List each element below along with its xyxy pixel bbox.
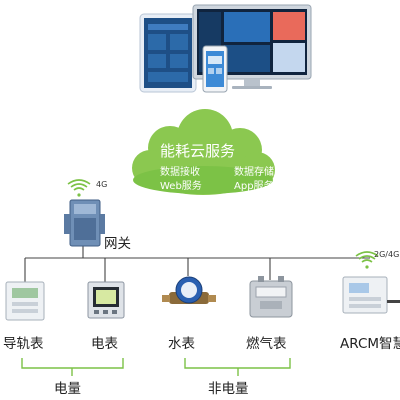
device-label-electric-meter: 电表 (91, 336, 118, 352)
bracket-electric (21, 358, 124, 376)
device-label-water-meter: 水表 (168, 336, 195, 352)
group-label-non-electric: 非电量 (208, 381, 249, 397)
wifi-icon-arcm (355, 251, 379, 269)
device-label-rail-meter: 导轨表 (3, 336, 44, 352)
group-label-electric: 电量 (54, 381, 81, 397)
gateway-label: 网关 (104, 236, 131, 252)
gas-meter-device (249, 276, 293, 318)
monitor-device (192, 4, 312, 89)
device-label-gas-meter: 燃气表 (246, 336, 287, 352)
cloud-title: 能耗云服务 (160, 142, 236, 160)
wifi-icon-gateway (67, 179, 91, 197)
bracket-non-electric (184, 358, 291, 376)
arcm-device (342, 276, 400, 314)
cloud-data-receive: 数据接收 (160, 167, 200, 178)
cloud-app-service: App服务 (234, 181, 274, 192)
tablet-device (139, 13, 197, 93)
arcm-signal-label: 2G/4G (374, 250, 400, 259)
connector-lines (24, 243, 370, 282)
rail-meter-device (5, 281, 45, 321)
cloud-data-storage: 数据存储 (234, 167, 274, 178)
cloud-shape (132, 109, 275, 195)
gateway-signal-label: 4G (96, 180, 108, 189)
water-meter-device (162, 276, 216, 304)
gateway-device (64, 199, 105, 247)
phone-device (202, 45, 228, 93)
cloud-web-service: Web服务 (160, 181, 202, 192)
device-label-arcm: ARCM智慧 (340, 336, 400, 352)
panel-meter-device (87, 281, 125, 319)
